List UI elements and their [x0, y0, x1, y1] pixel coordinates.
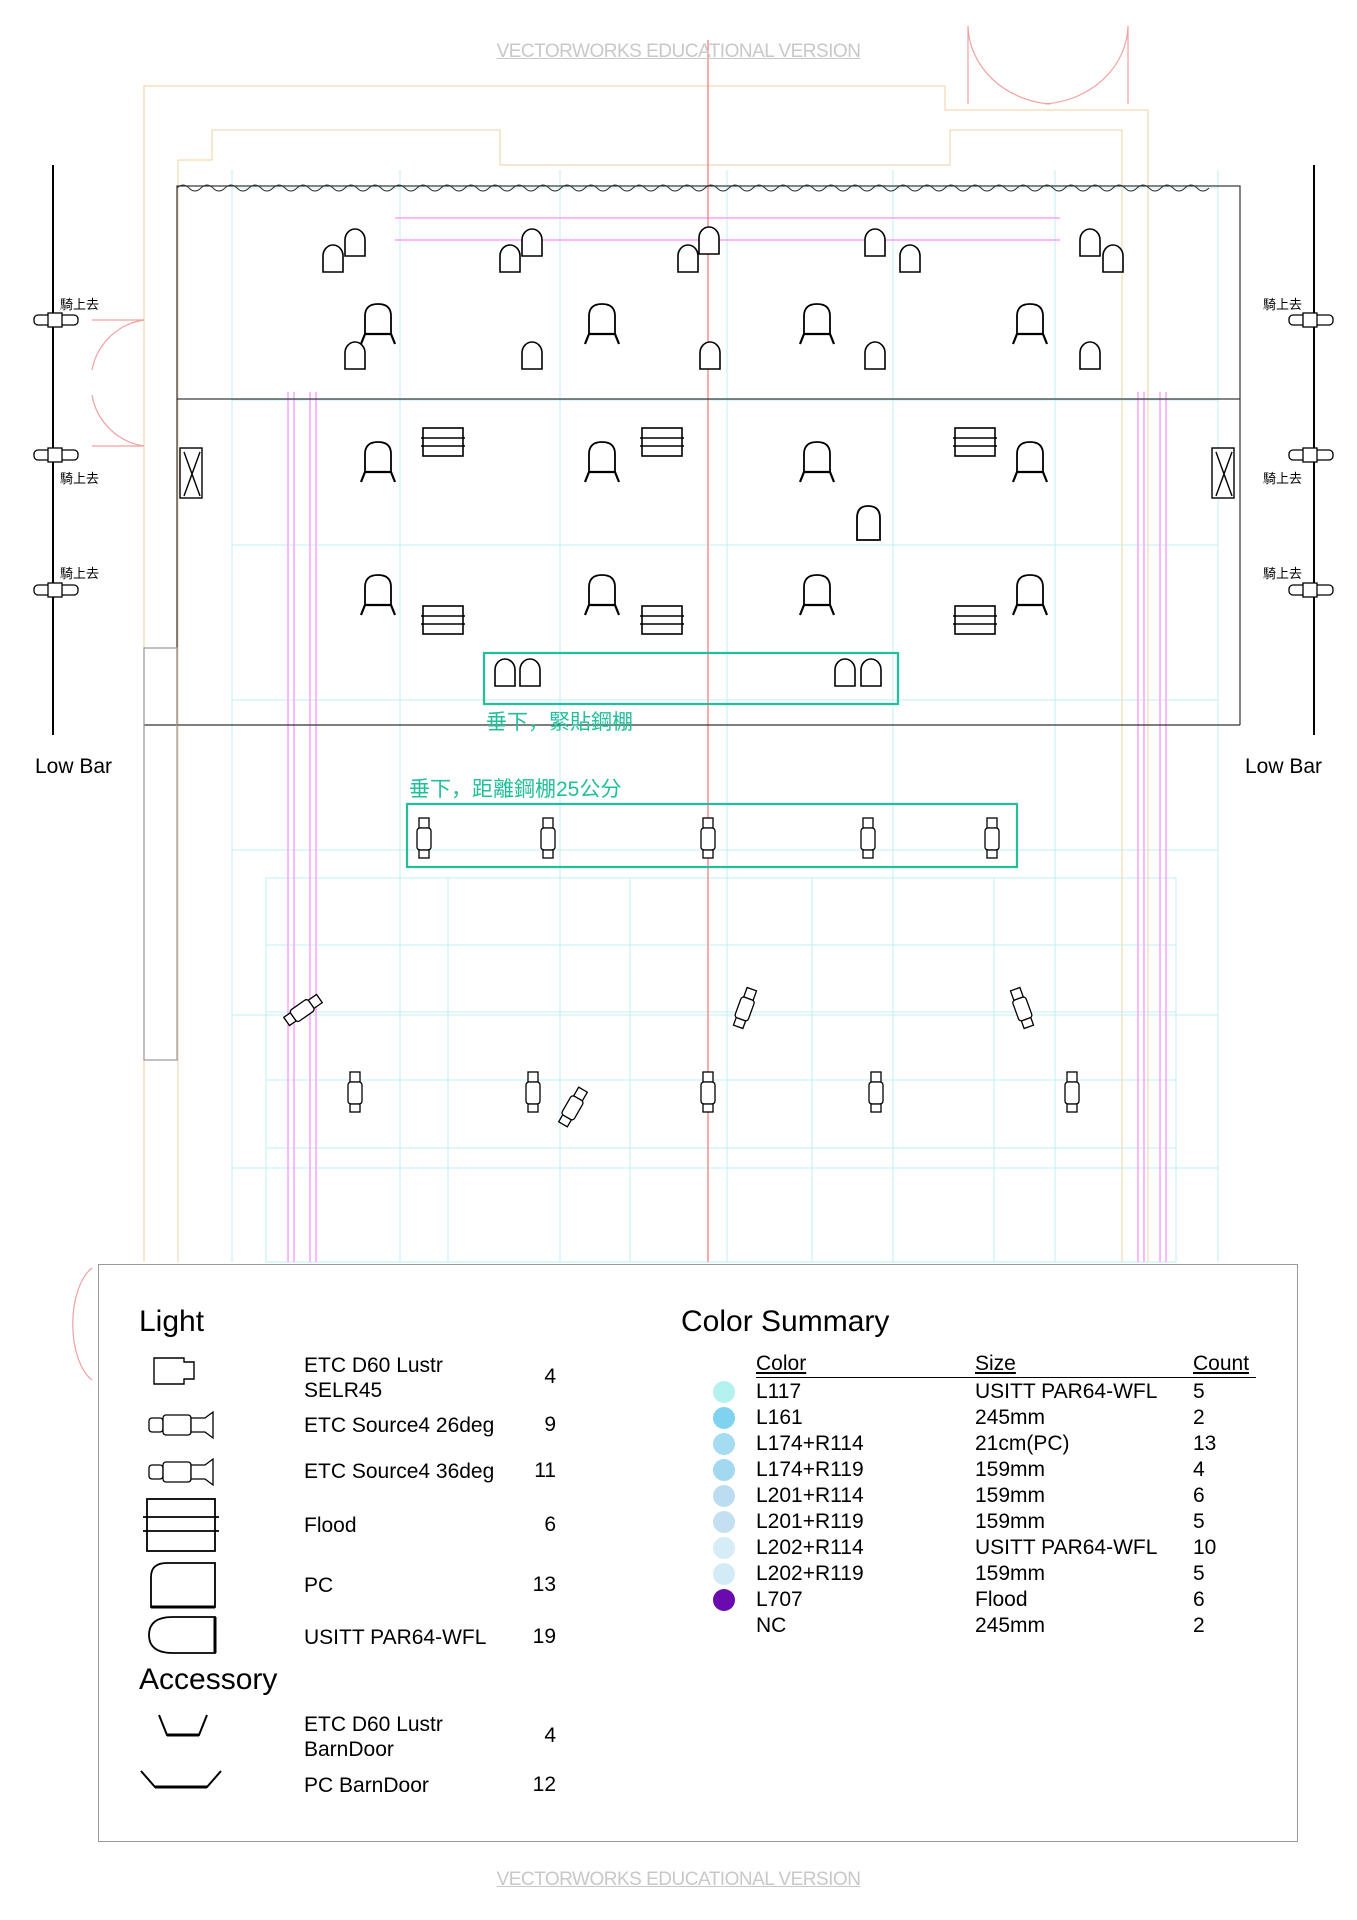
- color-summary-color: NC: [756, 1614, 787, 1637]
- light-name: ETC Source4 26deg: [304, 1414, 495, 1437]
- size-header: Size: [975, 1352, 1016, 1375]
- light-name-line2: SELR45: [304, 1379, 383, 1402]
- color-swatch: [713, 1537, 735, 1559]
- color-summary-color: L117: [756, 1380, 802, 1403]
- light-name: ETC D60 Lustr: [304, 1354, 443, 1377]
- low-bar-left-label: Low Bar: [35, 755, 113, 778]
- light-name: USITT PAR64-WFL: [304, 1626, 487, 1649]
- light-name: Flood: [304, 1514, 357, 1537]
- accessory-name-line2: BarnDoor: [304, 1738, 394, 1761]
- flood-icon: [143, 1498, 219, 1552]
- color-summary-count: 6: [1193, 1588, 1205, 1611]
- color-header: Color: [756, 1352, 807, 1375]
- boom-label: 騎上去: [1263, 297, 1303, 312]
- color-summary-size: 159mm: [975, 1484, 1046, 1507]
- accessory-section-title: Accessory: [139, 1663, 278, 1696]
- light-count: 11: [534, 1459, 556, 1482]
- color-summary-size: 159mm: [975, 1510, 1046, 1533]
- note-lower: 垂下，距離鋼棚25公分: [409, 778, 622, 801]
- color-swatch: [713, 1589, 735, 1611]
- low-bar-right-label: Low Bar: [1245, 755, 1323, 778]
- light-section-title: Light: [139, 1305, 205, 1338]
- color-summary-title: Color Summary: [681, 1305, 890, 1338]
- legend-panel: Light ETC D60 Lustr SELR45 4 ETC Source4…: [98, 1264, 1298, 1842]
- boom-label: 騎上去: [1263, 471, 1303, 486]
- note-upper: 垂下，緊貼鋼棚: [486, 711, 633, 734]
- color-summary-size: USITT PAR64-WFL: [975, 1380, 1158, 1403]
- pc-barndoor-icon: [140, 1770, 222, 1789]
- color-summary-size: 245mm: [975, 1614, 1046, 1637]
- color-summary-count: 2: [1193, 1614, 1205, 1637]
- color-summary-color: L201+R119: [756, 1510, 864, 1533]
- pc-icon: [150, 1562, 216, 1609]
- color-summary-color: L174+R114: [756, 1432, 864, 1455]
- accessory-count: 4: [544, 1724, 556, 1747]
- color-summary-count: 5: [1193, 1510, 1205, 1533]
- light-count: 13: [532, 1573, 556, 1596]
- color-summary-size: 159mm: [975, 1458, 1046, 1481]
- boom-label: 騎上去: [60, 471, 100, 486]
- color-summary-color: L201+R114: [756, 1484, 864, 1507]
- color-swatch: [713, 1485, 735, 1507]
- light-name: PC: [304, 1574, 334, 1597]
- color-summary-color: L174+R119: [756, 1458, 864, 1481]
- color-swatch: [713, 1459, 735, 1481]
- source4-36-icon: [148, 1457, 214, 1487]
- boom-label: 騎上去: [1263, 566, 1303, 581]
- par64-icon: [148, 1616, 217, 1654]
- header-rule: [756, 1377, 1256, 1378]
- light-count: 19: [532, 1625, 556, 1648]
- color-swatch: [713, 1407, 735, 1429]
- color-summary-count: 5: [1193, 1562, 1205, 1585]
- color-summary-size: 21cm(PC): [975, 1432, 1070, 1455]
- color-summary-size: 159mm: [975, 1562, 1046, 1585]
- color-summary-color: L161: [756, 1406, 803, 1429]
- d60-barndoor-icon: [158, 1714, 208, 1737]
- color-swatch: [713, 1511, 735, 1533]
- watermark-top: VECTORWORKS EDUCATIONAL VERSION: [496, 41, 861, 62]
- accessory-name: ETC D60 Lustr: [304, 1713, 443, 1736]
- color-swatch: [713, 1381, 735, 1403]
- color-summary-size: USITT PAR64-WFL: [975, 1536, 1158, 1559]
- light-name: ETC Source4 36deg: [304, 1460, 495, 1483]
- color-summary-count: 5: [1193, 1380, 1205, 1403]
- d60-lustr-icon: [153, 1357, 195, 1385]
- color-summary-color: L707: [756, 1588, 803, 1611]
- color-swatch: [713, 1563, 735, 1585]
- color-summary-count: 6: [1193, 1484, 1205, 1507]
- color-summary-size: Flood: [975, 1588, 1028, 1611]
- boom-label: 騎上去: [60, 297, 100, 312]
- color-summary-color: L202+R119: [756, 1562, 864, 1585]
- boom-label: 騎上去: [60, 566, 100, 581]
- color-summary-count: 4: [1193, 1458, 1205, 1481]
- color-summary-color: L202+R114: [756, 1536, 864, 1559]
- color-summary-count: 13: [1193, 1432, 1217, 1455]
- light-count: 9: [544, 1413, 556, 1436]
- accessory-name: PC BarnDoor: [304, 1774, 429, 1797]
- color-swatch: [713, 1433, 735, 1455]
- watermark-bottom: VECTORWORKS EDUCATIONAL VERSION: [496, 1869, 861, 1890]
- color-summary-size: 245mm: [975, 1406, 1046, 1429]
- source4-26-icon: [148, 1410, 214, 1440]
- color-summary-count: 10: [1193, 1536, 1217, 1559]
- light-count: 6: [544, 1513, 556, 1536]
- count-header: Count: [1193, 1352, 1250, 1375]
- color-summary-count: 2: [1193, 1406, 1205, 1429]
- light-count: 4: [544, 1365, 556, 1388]
- accessory-count: 12: [532, 1773, 556, 1796]
